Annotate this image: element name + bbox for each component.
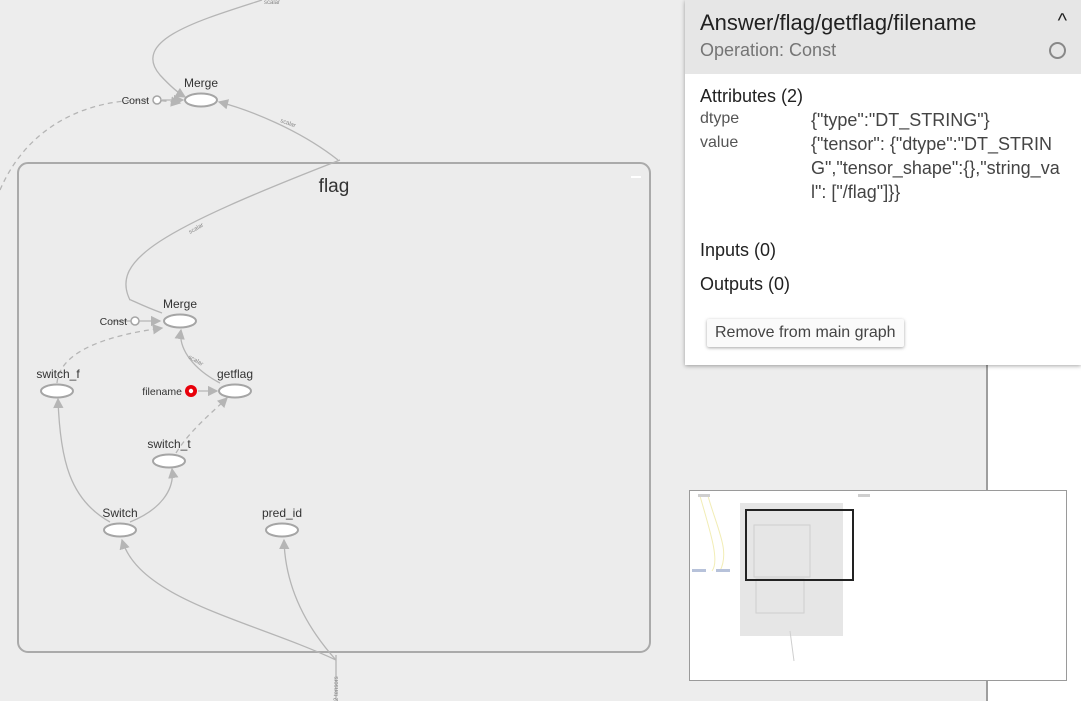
- minimap[interactable]: [689, 490, 1067, 681]
- minimap-viewport[interactable]: [745, 509, 854, 581]
- edge-label-outer: scalar: [279, 118, 296, 129]
- group-collapse-icon[interactable]: [631, 176, 641, 178]
- switch-f-label: switch_f: [36, 367, 80, 381]
- outer-merge-label: Merge: [184, 76, 218, 90]
- node-info-card: Answer/flag/getflag/filename Operation: …: [685, 0, 1081, 365]
- expand-radio-icon[interactable]: [1049, 42, 1066, 59]
- minimap-left-edge-2: [716, 569, 730, 572]
- filename-node-center: [188, 388, 194, 394]
- minimap-left-curves: [699, 495, 725, 572]
- collapse-icon[interactable]: ^: [1057, 10, 1067, 32]
- filename-label: filename: [142, 386, 182, 398]
- pred-id-node[interactable]: [265, 522, 299, 538]
- attr-key-dtype: dtype: [700, 110, 740, 127]
- edge-label-bottom: 2 tensors: [334, 676, 340, 701]
- switch-t-node[interactable]: [152, 453, 186, 469]
- graph-svg[interactable]: flag scalar scalar scalar scalar 2 tenso…: [0, 0, 988, 701]
- edge-switch-to-switchf: [53, 397, 111, 523]
- edge-label-top: scalar: [264, 0, 280, 6]
- getflag-label: getflag: [217, 367, 253, 381]
- attr-key-value: value: [700, 134, 739, 151]
- group-title: flag: [319, 176, 350, 197]
- edge-switchf-to-merge: [56, 324, 164, 384]
- node-title: Answer/flag/getflag/filename: [700, 10, 977, 35]
- minimap-node-2: [858, 494, 870, 497]
- attributes-title: Attributes (2): [700, 86, 804, 106]
- getflag-node[interactable]: [218, 383, 252, 399]
- remove-from-main-graph-button[interactable]: Remove from main graph: [707, 319, 904, 347]
- inner-const-label: Const: [100, 316, 128, 328]
- switch-node[interactable]: [103, 522, 137, 538]
- minimap-bottom-edge: [789, 630, 795, 662]
- edge-inner-merge-up: [125, 159, 341, 301]
- info-card-header: Answer/flag/getflag/filename Operation: …: [685, 0, 1081, 74]
- inner-merge-label: Merge: [163, 297, 197, 311]
- inner-merge-node[interactable]: [163, 313, 197, 329]
- flag-group-box[interactable]: [17, 162, 651, 653]
- edge-switch-to-switcht: [129, 467, 179, 523]
- outputs-title[interactable]: Outputs (0): [700, 274, 791, 294]
- edge-bottom-to-predid: [279, 538, 337, 661]
- edge-bottom-to-switch: [119, 538, 337, 661]
- outer-const-node[interactable]: [152, 95, 162, 105]
- edge-dashed-left: [0, 96, 182, 191]
- attr-value-value: {"tensor": {"dtype":"DT_STRING","tensor_…: [811, 134, 1060, 202]
- edge-flag-to-merge: [217, 99, 339, 161]
- inner-const-node[interactable]: [130, 316, 140, 326]
- edge-getflag-to-merge: [174, 328, 221, 384]
- attr-value-dtype: {"type":"DT_STRING"}: [811, 110, 990, 130]
- outer-merge-node[interactable]: [184, 92, 218, 108]
- edge-top-in: [152, 0, 263, 98]
- switch-t-label: switch_t: [147, 437, 191, 451]
- minimap-node-1: [698, 494, 710, 497]
- minimap-group-box: [753, 524, 811, 578]
- edge-inner-merge-link: [129, 299, 163, 314]
- switch-f-node[interactable]: [40, 383, 74, 399]
- minimap-svg: [692, 494, 870, 662]
- minimap-left-edge-1: [692, 569, 706, 572]
- outer-const-label: Const: [122, 95, 150, 107]
- inputs-title[interactable]: Inputs (0): [700, 240, 777, 260]
- switch-label: Switch: [102, 506, 137, 520]
- node-operation: Operation: Const: [700, 40, 837, 60]
- pred-id-label: pred_id: [262, 506, 302, 520]
